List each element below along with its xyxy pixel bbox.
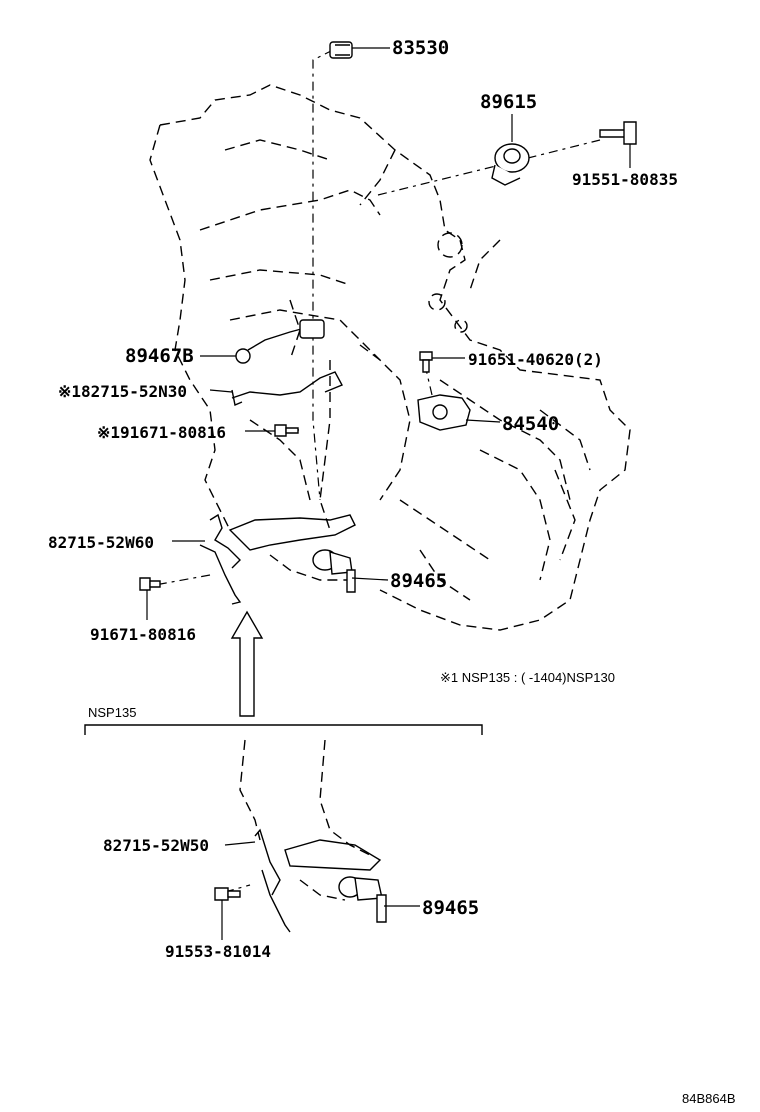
bolt-91551-80835 xyxy=(599,121,637,168)
label-89615: 89615 xyxy=(480,91,537,113)
label-91553-81014: 91553-81014 xyxy=(165,942,271,961)
label-91671-80816-upper: ※191671-80816 xyxy=(97,423,226,442)
neutral-start-switch-84540 xyxy=(417,394,501,431)
bolt-91671-80816-upper xyxy=(245,424,299,437)
label-83530: 83530 xyxy=(392,37,449,59)
label-82715-52n30: ※182715-52N30 xyxy=(58,382,187,401)
label-91551-80835: 91551-80835 xyxy=(572,170,678,189)
up-arrow-icon xyxy=(230,610,264,717)
label-89467b: 89467B xyxy=(125,345,194,367)
bolt-91651-40620 xyxy=(419,351,465,373)
label-82715-52w50: 82715-52W50 xyxy=(103,836,209,855)
label-84540: 84540 xyxy=(502,413,559,435)
diagram-code: 84B864B xyxy=(682,1091,736,1106)
assembly-leaders xyxy=(154,49,601,893)
bracket-82715-52w50 xyxy=(224,828,291,933)
label-91671-80816-lower: 91671-80816 xyxy=(90,625,196,644)
air-fuel-sensor-89467b xyxy=(200,319,325,364)
nsp135-detail-outline xyxy=(84,724,483,901)
oil-pressure-switch-83530 xyxy=(329,41,390,59)
label-91651-40620: 91651-40620(2) xyxy=(468,350,603,369)
knock-sensor-89615 xyxy=(491,114,530,186)
bracket-82715-52n30 xyxy=(209,371,343,406)
transmission-outline xyxy=(228,514,356,581)
speed-sensor-89465-upper xyxy=(312,549,389,593)
engine-outline xyxy=(149,84,631,631)
speed-sensor-89465-lower xyxy=(338,876,420,923)
variant-label: NSP135 xyxy=(88,705,136,720)
bolt-91553-81014 xyxy=(214,887,241,940)
label-89465-lower: 89465 xyxy=(422,897,479,919)
label-89465-upper: 89465 xyxy=(390,570,447,592)
bracket-82715-52w60 xyxy=(172,513,242,605)
bolt-91671-80816-lower xyxy=(139,577,161,620)
label-82715-52w60: 82715-52W60 xyxy=(48,533,154,552)
footnote: ※1 NSP135 : ( -1404)NSP130 xyxy=(440,670,615,685)
